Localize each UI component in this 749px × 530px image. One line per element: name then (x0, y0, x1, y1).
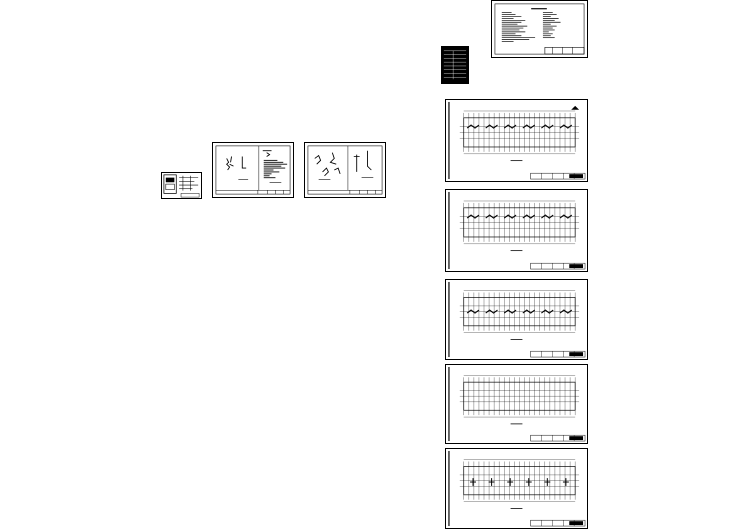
floor-plan-drawing (448, 101, 586, 180)
drawing-sheet-detail-notes[interactable] (212, 142, 294, 198)
floor-plan-drawing (448, 191, 586, 270)
drawing-sheet-general-notes[interactable] (491, 0, 588, 58)
detail-drawing (307, 145, 383, 195)
detail-notes-drawing (215, 145, 291, 195)
general-notes-drawing (494, 3, 585, 55)
drawing-sheet-floor-plan-4[interactable] (445, 364, 588, 444)
drawing-sheet-index-table[interactable] (441, 46, 469, 84)
drawing-sheet-floor-plan-5[interactable] (445, 448, 588, 529)
drawing-sheet-floor-plan-2[interactable] (445, 189, 588, 272)
drawing-sheet-floor-plan-1[interactable] (445, 99, 588, 182)
floor-plan-drawing (448, 281, 586, 358)
floor-plan-drawing (448, 450, 586, 527)
drawing-sheet-detail[interactable] (304, 142, 386, 198)
drawing-sheet-floor-plan-3[interactable] (445, 279, 588, 360)
small-detail-drawing (163, 174, 200, 198)
floor-plan-drawing (448, 366, 586, 442)
index-table-drawing (443, 50, 467, 80)
drawing-sheet-small-detail[interactable] (161, 172, 202, 199)
